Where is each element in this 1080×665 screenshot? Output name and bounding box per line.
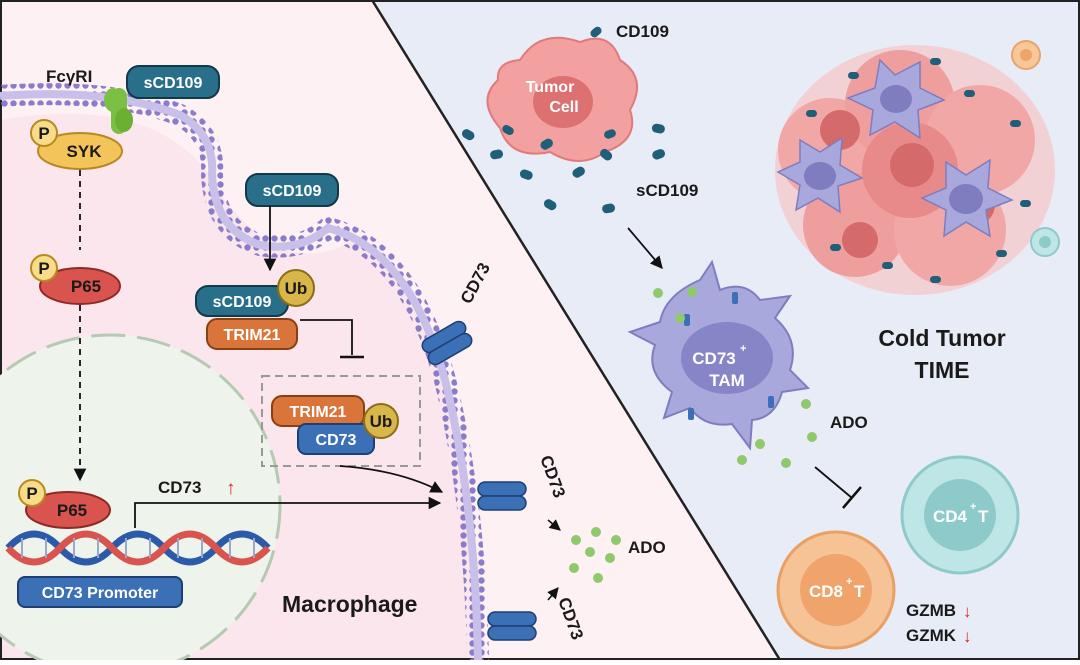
cd73-complex-pill: CD73: [297, 423, 375, 455]
p65-nuclear-node: P65 P: [18, 479, 111, 529]
cd8-label: CD8: [809, 582, 843, 601]
svg-text:TRIM21: TRIM21: [290, 404, 347, 421]
svg-text:Ub: Ub: [370, 412, 393, 431]
p-label-p65: P: [38, 259, 49, 278]
svg-text:sCD109: sCD109: [263, 183, 322, 200]
cold-tumor-line2: TIME: [915, 357, 970, 383]
scd109-soluble-molecules: [461, 123, 666, 214]
ado-molecules-left: [569, 527, 621, 583]
gzmk-down-icon: ↓: [963, 627, 972, 646]
dna-helix: [5, 530, 271, 566]
syk-label: SYK: [67, 142, 103, 161]
cd73-on-tam: [684, 292, 774, 420]
panel-divider: [370, 0, 782, 661]
p65-cytoplasm-node: P65 P: [30, 254, 121, 305]
gzmb-down-icon: ↓: [963, 602, 972, 621]
cd73-2-arrow: [547, 519, 561, 531]
inhibition-line: [300, 319, 353, 355]
fcgri-receptor: [104, 88, 133, 134]
scd109-membrane-pill: sCD109: [126, 65, 220, 99]
p-label-nuclear: P: [26, 484, 37, 503]
cd73-up-label: CD73: [158, 478, 201, 497]
svg-text:CD73 Promoter: CD73 Promoter: [42, 585, 158, 602]
cd8-t-cell: [776, 530, 896, 650]
cd4-t: T: [978, 507, 989, 526]
ado-label-left: ADO: [628, 538, 666, 557]
cd109-on-tumor: [502, 26, 616, 139]
ub-complex-node: Ub: [363, 403, 399, 439]
ado-inhibition-bar: [842, 486, 862, 509]
p65-nuclear-label: P65: [57, 501, 87, 520]
cd73-3-arrow: [547, 587, 559, 601]
ado-inhibition-line: [814, 466, 853, 499]
up-arrow-icon: ↑: [226, 478, 236, 499]
tumor-cell-line1: Tumor: [526, 79, 575, 96]
tam-label-sup: +: [740, 343, 746, 355]
svg-text:TRIM21: TRIM21: [224, 327, 281, 344]
ado-molecules-right: [653, 287, 817, 468]
ado-label-right: ADO: [830, 413, 868, 432]
syk-node: SYK P: [30, 119, 123, 170]
svg-text:sCD109: sCD109: [213, 294, 272, 311]
gzmb-label: GZMB: [906, 601, 956, 620]
gzmk-label: GZMK: [906, 626, 957, 645]
cd4-sup: +: [970, 501, 976, 513]
ub-node: Ub: [277, 269, 315, 307]
tam-label-line1: CD73: [692, 349, 735, 368]
fcgri-label: FcγRI: [46, 67, 92, 86]
scd109-label: sCD109: [636, 181, 698, 200]
tumor-cell-line2: Cell: [549, 99, 578, 116]
cd8-sup: +: [846, 576, 852, 588]
cd4-t-cell: [900, 455, 1020, 575]
cd73-membrane-protein-3: [487, 611, 537, 641]
tam-cell: [627, 259, 811, 451]
cd73-membrane-protein-2: [477, 481, 527, 511]
cold-tumor-cluster: [775, 40, 1060, 295]
complex-to-membrane-arrow: [339, 465, 444, 493]
p-label-syk: P: [38, 124, 49, 143]
trim21-pill: TRIM21: [206, 318, 298, 350]
cd109-label: CD109: [616, 22, 669, 41]
tumor-cell: [486, 36, 639, 162]
trim21-complex-pill: TRIM21: [271, 395, 365, 427]
transcription-arrow: [134, 496, 442, 528]
cd8-t: T: [854, 582, 865, 601]
scd109-internal-pill: sCD109: [245, 173, 339, 207]
macrophage-label: Macrophage: [282, 591, 417, 617]
svg-text:CD73: CD73: [316, 432, 357, 449]
scd109-to-tam-arrow: [627, 227, 663, 269]
scd109-ub-pill: sCD109: [195, 285, 289, 317]
cd73-promoter-box: CD73 Promoter: [17, 576, 183, 608]
cell-membrane: [0, 83, 489, 661]
p65-label: P65: [71, 277, 101, 296]
tam-label-line2: TAM: [709, 371, 745, 390]
cd4-label: CD4: [933, 507, 968, 526]
cold-tumor-line1: Cold Tumor: [878, 325, 1005, 351]
svg-text:Ub: Ub: [285, 279, 308, 298]
svg-text:sCD109: sCD109: [144, 75, 203, 92]
cd73-membrane-protein-1: [421, 320, 473, 366]
